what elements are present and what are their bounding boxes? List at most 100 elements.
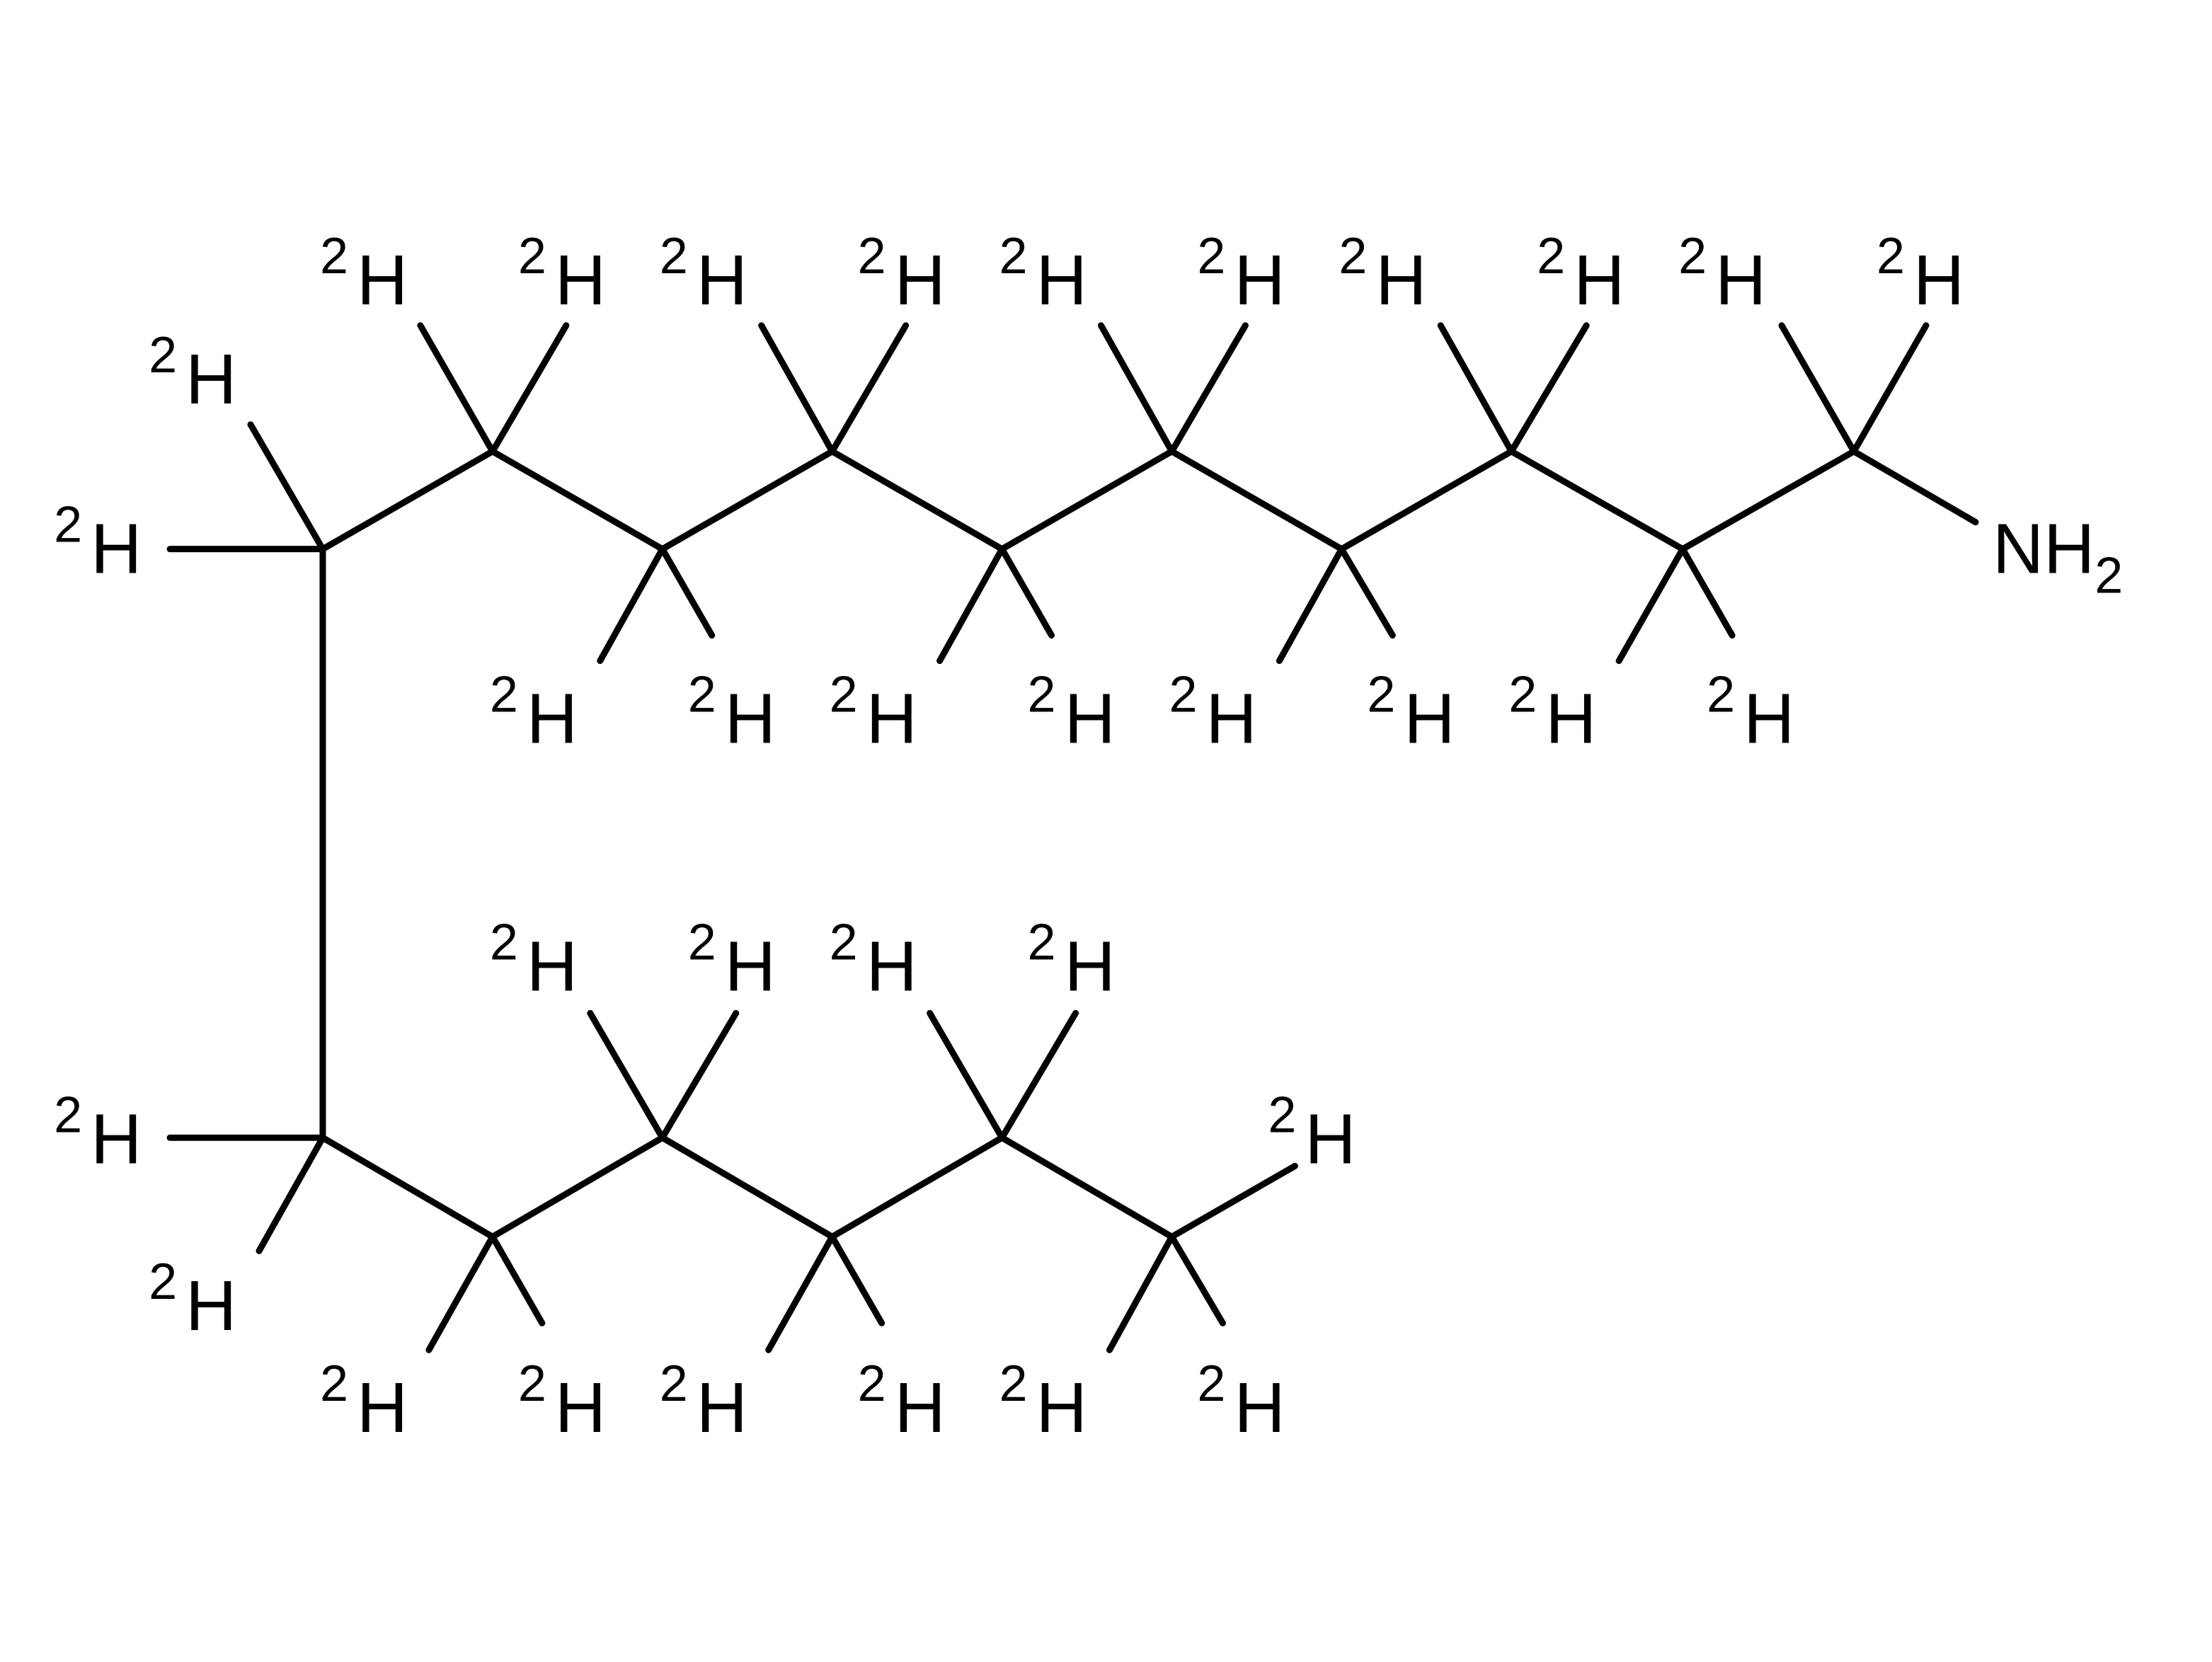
isotope-mass-superscript: 2	[830, 914, 858, 970]
hydrogen-symbol: H	[866, 680, 917, 759]
isotope-mass-superscript: 2	[688, 914, 716, 970]
hydrogen-symbol: H	[555, 241, 606, 320]
isotope-mass-superscript: 2	[999, 228, 1028, 285]
c-d-bond	[1098, 322, 1175, 455]
hydrogen-symbol: H	[185, 1267, 236, 1346]
isotope-mass-superscript: 2	[1339, 228, 1367, 285]
isotope-mass-superscript: 2	[1876, 228, 1905, 285]
c-d-bond	[999, 1009, 1079, 1141]
c-d-bond	[489, 1233, 546, 1326]
c-d-bond	[1106, 1233, 1175, 1353]
isotope-mass-superscript: 2	[1197, 228, 1225, 285]
carbon-bond	[319, 448, 496, 553]
isotope-mass-superscript: 2	[660, 1356, 688, 1412]
c-d-bond	[587, 1009, 666, 1141]
c-d-bond	[1679, 546, 1736, 639]
hydrogen-symbol: H	[1375, 241, 1426, 320]
c-d-bond	[765, 1233, 836, 1353]
carbon-bond	[489, 448, 666, 553]
hydrogen-symbol: H	[866, 927, 917, 1006]
c-d-bond	[1615, 546, 1686, 665]
amine-group-label: NH2	[1993, 510, 2123, 604]
c-d-bond	[1437, 322, 1515, 455]
hydrogen-symbol: H	[725, 927, 776, 1006]
hydrogen-symbol: H	[1036, 1369, 1087, 1448]
isotope-mass-superscript: 2	[490, 667, 518, 723]
hydrogen-symbol: H	[527, 680, 578, 759]
deuterium-bonds	[166, 322, 1930, 1353]
c-d-bond	[936, 546, 1006, 665]
carbon-bond	[1508, 448, 1686, 553]
carbon-bond	[1168, 1162, 1298, 1240]
isotope-mass-superscript: 2	[1508, 667, 1537, 723]
hydrogen-symbol: H	[91, 1100, 142, 1179]
c-d-bond	[1778, 322, 1857, 455]
carbon-bond	[829, 1134, 1006, 1240]
c-d-bond	[758, 322, 836, 455]
isotope-mass-superscript: 2	[149, 327, 177, 384]
carbon-bond	[1679, 448, 1857, 553]
c-d-bond	[597, 546, 666, 665]
hydrogen-symbol: H	[1715, 241, 1766, 320]
amine-nh-text: NH	[1993, 510, 2094, 589]
carbon-bond	[829, 448, 1006, 553]
carbon-bond	[1338, 448, 1515, 553]
isotope-mass-superscript: 2	[320, 228, 348, 285]
carbon-bond	[1850, 448, 1979, 526]
hydrogen-symbol: H	[357, 241, 408, 320]
isotope-mass-superscript: 2	[858, 228, 886, 285]
c-d-bond	[1168, 322, 1249, 455]
c-d-bond	[256, 1134, 326, 1254]
carbon-bond	[999, 1134, 1175, 1240]
isotope-mass-superscript: 2	[858, 1356, 886, 1412]
hydrogen-symbol: H	[185, 340, 236, 419]
c-d-bond	[1276, 546, 1345, 665]
hydrogen-symbol: H	[895, 1369, 946, 1448]
hydrogen-symbol: H	[1065, 927, 1116, 1006]
hydrogen-symbol: H	[1234, 1369, 1285, 1448]
isotope-mass-superscript: 2	[518, 228, 546, 285]
carbon-bond	[659, 1134, 836, 1240]
hydrogen-symbol: H	[1205, 680, 1256, 759]
hydrogen-symbol: H	[1743, 680, 1794, 759]
isotope-mass-superscript: 2	[320, 1356, 348, 1412]
c-d-bond	[1168, 1233, 1226, 1326]
carbon-bond	[659, 448, 836, 553]
carbon-bond	[1168, 448, 1345, 553]
amine-subscript: 2	[2094, 548, 2123, 604]
isotope-mass-superscript: 2	[688, 667, 716, 723]
hydrogen-symbol: H	[1545, 680, 1596, 759]
c-d-bond	[659, 1009, 740, 1141]
isotope-mass-superscript: 2	[1169, 667, 1197, 723]
carbon-bond	[489, 1134, 666, 1240]
c-d-bond	[659, 546, 716, 639]
isotope-mass-superscript: 2	[1537, 228, 1565, 285]
isotope-mass-superscript: 2	[1028, 914, 1056, 970]
